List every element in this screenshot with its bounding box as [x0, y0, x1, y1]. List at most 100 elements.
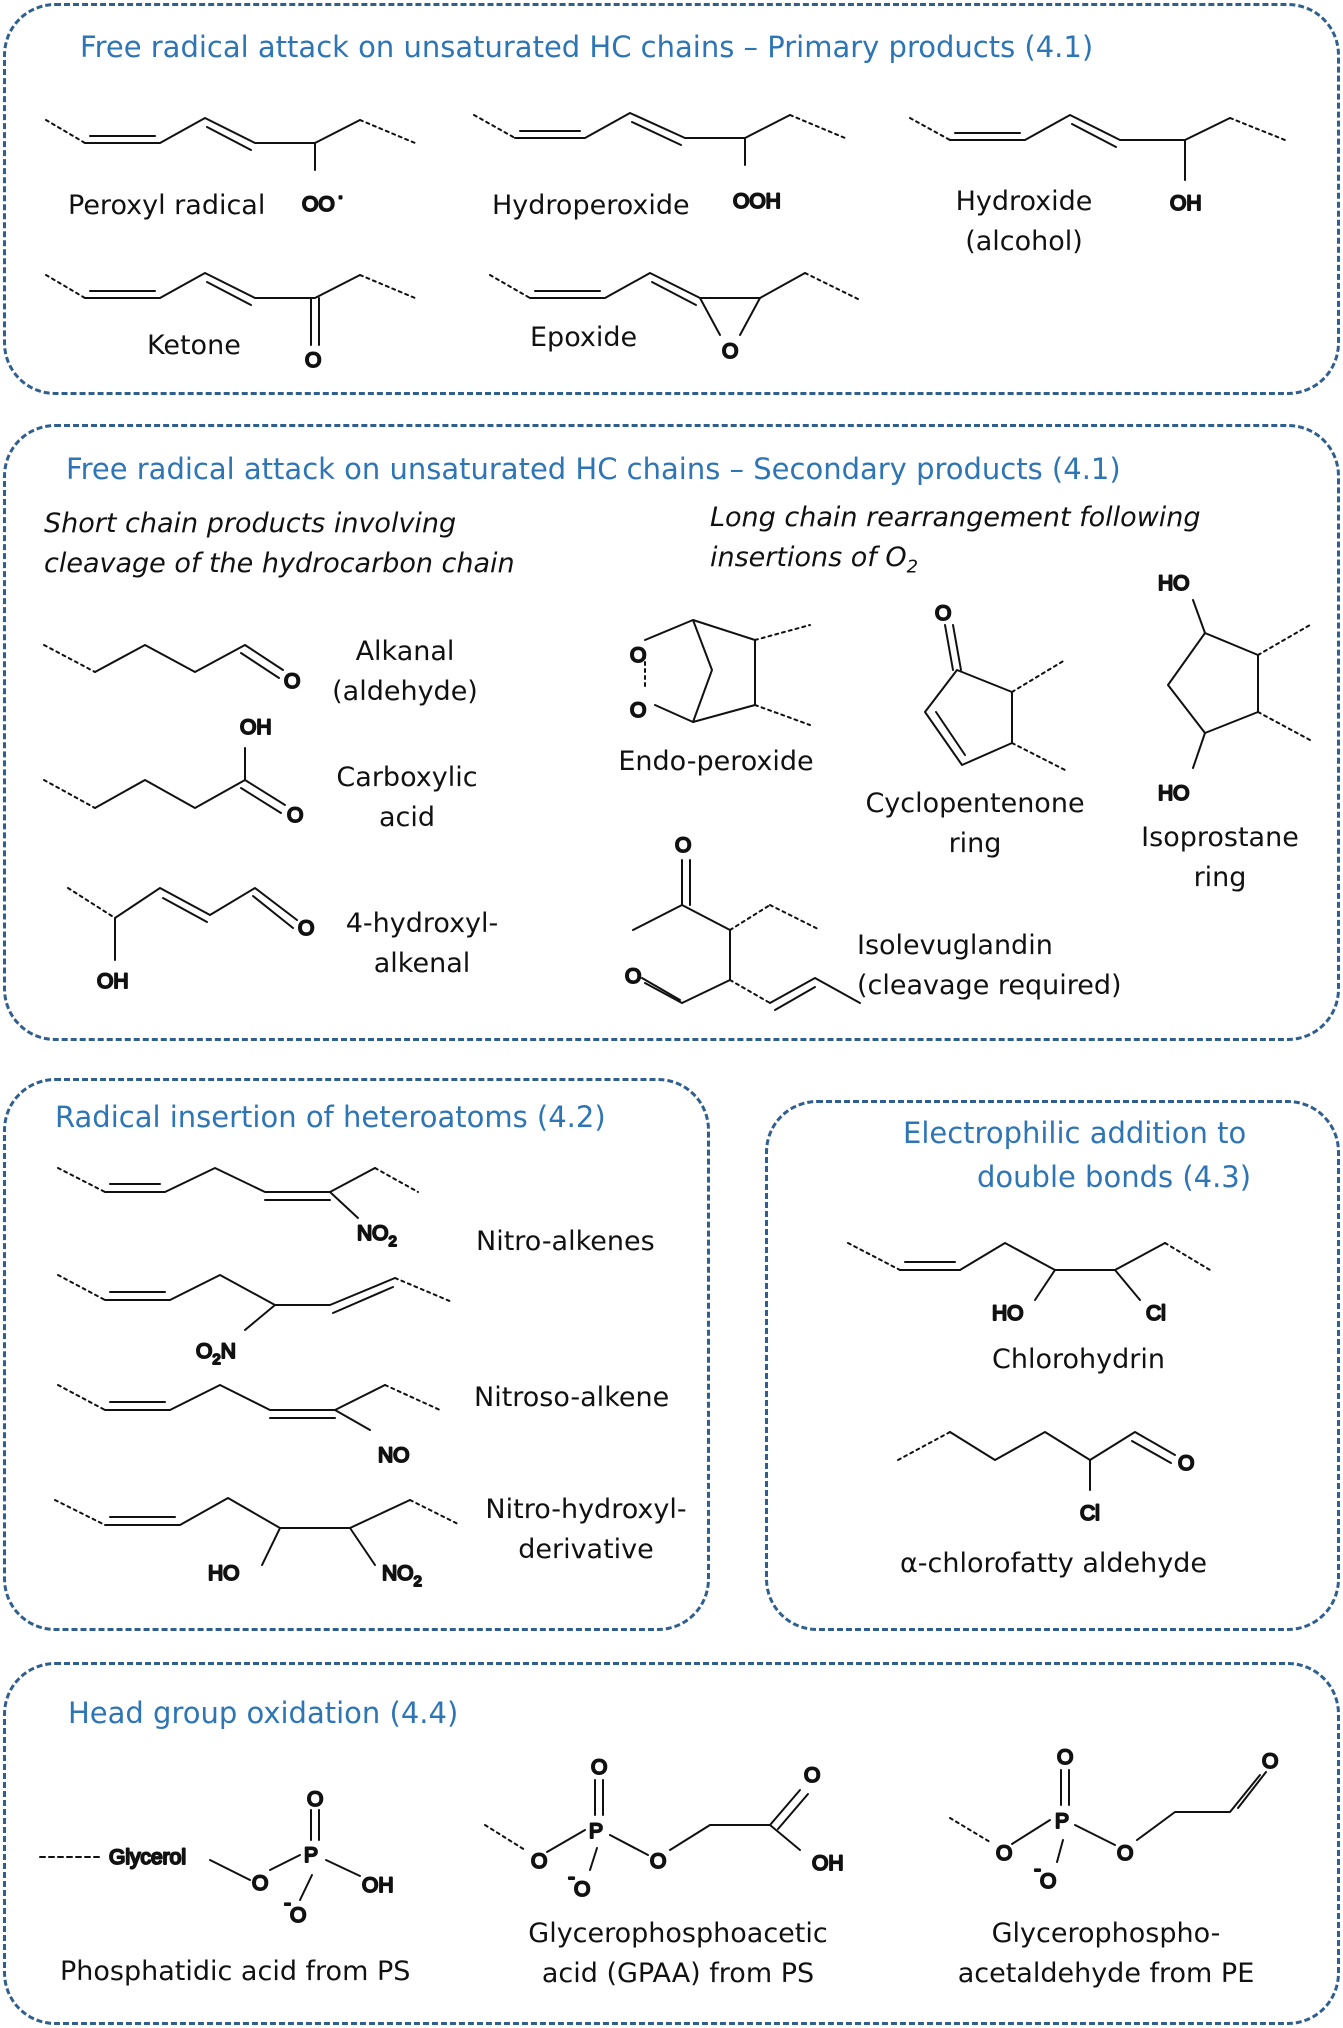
structure-peroxyl-radical [45, 117, 416, 171]
atom-minus-gpac: - [1034, 1858, 1041, 1881]
atom-o-gpaa-1: O [531, 1850, 547, 1873]
label-aldehyde: (aldehyde) [332, 676, 478, 707]
atom-ho-chlorohydrin: HO [992, 1302, 1024, 1325]
atom-o-pa-top: O [307, 1788, 323, 1811]
panel-head-group-oxidation [3, 1662, 1340, 2025]
structure-alkanal [43, 644, 284, 679]
atom-oh-gpaa: OH [812, 1852, 844, 1875]
atom-o-endo-2: O [630, 699, 646, 722]
atom-ho-isoprostane-2: HO [1158, 782, 1190, 805]
atom-ho-isoprostane-1: HO [1158, 572, 1190, 595]
structure-nitro-alkene-1 [57, 1167, 419, 1219]
atom-o-chlorofatty: O [1178, 1452, 1194, 1475]
structure-chlorofatty-aldehyde [897, 1431, 1176, 1491]
atom-minus-gpaa: - [568, 1866, 575, 1889]
atom-o-pa-ester: O [252, 1872, 268, 1895]
atom-o-gpac-carbonyl: O [1262, 1750, 1278, 1773]
label-peroxyl-radical: Peroxyl radical [68, 190, 266, 221]
label-alkenal: alkenal [373, 948, 471, 979]
long-chain-subtitle-line2: insertions of O2 [710, 542, 919, 578]
label-cleavage-required: (cleavage required) [857, 970, 1122, 1001]
atom-o-endo-1: O [630, 644, 646, 667]
label-isolevuglandin: Isolevuglandin [857, 930, 1053, 961]
electrophilic-title-line1: Electrophilic addition to [903, 1116, 1247, 1150]
electrophilic-title-line2: double bonds (4.3) [977, 1160, 1252, 1194]
label-hydroxide: Hydroxide [955, 186, 1093, 217]
primary-title: Free radical attack on unsaturated HC ch… [80, 30, 1094, 64]
atom-o-gpaa-bottom: O [574, 1878, 590, 1901]
structure-epoxide [489, 272, 861, 336]
panel-primary-products [3, 3, 1340, 395]
label-nitro-alkenes: Nitro-alkenes [476, 1226, 655, 1257]
label-carboxylic: Carboxylic [336, 762, 478, 793]
atom-o2n-nitro-2: O2N [196, 1340, 236, 1368]
label-chlorofatty-aldehyde: α-chlorofatty aldehyde [900, 1548, 1207, 1579]
label-gpaa: Glycerophosphoacetic [528, 1918, 828, 1949]
structure-phosphatidic-acid [39, 1809, 361, 1901]
structure-chlorohydrin [847, 1242, 1211, 1301]
atom-oh-carboxylic: OH [240, 716, 272, 739]
label-hydroperoxide: Hydroperoxide [492, 190, 690, 221]
atom-o-gpac-1: O [996, 1842, 1012, 1865]
atom-glycerol: Glycerol [109, 1846, 186, 1869]
structure-carboxylic-acid [43, 747, 286, 814]
structure-isolevuglandin [632, 859, 861, 1011]
label-alcohol: (alcohol) [965, 226, 1083, 257]
structure-gpaa [484, 1779, 809, 1871]
atom-ooh: OOH [733, 190, 781, 213]
label-phosphatidic-acid: Phosphatidic acid from PS [60, 1956, 411, 1987]
label-cyclopentenone-ring: ring [948, 828, 1002, 859]
atom-oh-alkenal: OH [97, 970, 129, 993]
head-group-title: Head group oxidation (4.4) [68, 1696, 459, 1730]
label-alkanal: Alkanal [355, 636, 455, 667]
label-gpaa-source: acid (GPAA) from PS [541, 1958, 815, 1989]
atom-no2-nitro-1: NO2 [357, 1222, 397, 1250]
atom-o-carboxylic: O [287, 804, 303, 827]
label-cyclopentenone: Cyclopentenone [865, 788, 1085, 819]
atom-no-nitroso: NO [378, 1444, 410, 1467]
short-chain-subtitle-line1: Short chain products involving [44, 508, 457, 539]
label-chlorohydrin: Chlorohydrin [992, 1344, 1165, 1375]
radical-insertion-title: Radical insertion of heteroatoms (4.2) [55, 1100, 606, 1134]
panel-electrophilic-addition [765, 1100, 1340, 1631]
structure-isoprostane [1167, 599, 1311, 769]
atom-p-pa: P [304, 1844, 318, 1867]
atom-oh-pa: OH [362, 1874, 394, 1897]
label-endo-peroxide: Endo-peroxide [618, 746, 814, 777]
label-4-hydroxyl: 4-hydroxyl- [345, 908, 499, 939]
structure-hydroperoxide [473, 112, 846, 166]
label-gpac-source: acetaldehyde from PE [957, 1958, 1255, 1989]
atom-no2-nitro-hydroxyl: NO2 [382, 1562, 422, 1590]
atom-o-isolevuglandin-1: O [675, 834, 691, 857]
atom-o-gpaa-carbonyl: O [804, 1764, 820, 1787]
short-chain-subtitle-line2: cleavage of the hydrocarbon chain [44, 548, 515, 579]
atom-o-gpaa-top: O [591, 1756, 607, 1779]
atom-p-gpac: P [1055, 1810, 1069, 1833]
atom-o-alkanal: O [284, 670, 300, 693]
label-gpac: Glycerophospho- [991, 1918, 1221, 1949]
atom-oo: OO [302, 193, 335, 216]
long-chain-subtitle-line1: Long chain rearrangement following [710, 502, 1201, 533]
atom-minus-pa: - [284, 1892, 291, 1915]
structure-endo-peroxide [644, 619, 811, 726]
atom-oh-hydroxide: OH [1170, 192, 1202, 215]
label-epoxide: Epoxide [530, 322, 638, 353]
structure-nitro-hydroxyl [54, 1497, 461, 1566]
label-ketone: Ketone [147, 330, 241, 361]
atom-o-epoxide: O [722, 340, 738, 363]
atom-o-gpac-bottom: O [1040, 1870, 1056, 1893]
structure-ketone [45, 272, 416, 346]
structure-hydroxyl-alkenal [67, 887, 298, 961]
atom-p-gpaa: P [589, 1820, 603, 1843]
atom-cl-chlorohydrin: Cl [1146, 1302, 1166, 1325]
atom-o-cyclopentenone: O [935, 602, 951, 625]
label-acid: acid [378, 802, 436, 833]
atom-o-gpaa-2: O [650, 1850, 666, 1873]
atom-o-isolevuglandin-2: O [625, 965, 641, 988]
atom-ho-nitro-hydroxyl: HO [208, 1562, 240, 1585]
label-nitro-hydroxyl: Nitro-hydroxyl- [485, 1494, 687, 1525]
atom-o-alkenal: O [298, 917, 314, 940]
label-isoprostane-ring: ring [1193, 862, 1247, 893]
structure-gpac [949, 1769, 1267, 1863]
